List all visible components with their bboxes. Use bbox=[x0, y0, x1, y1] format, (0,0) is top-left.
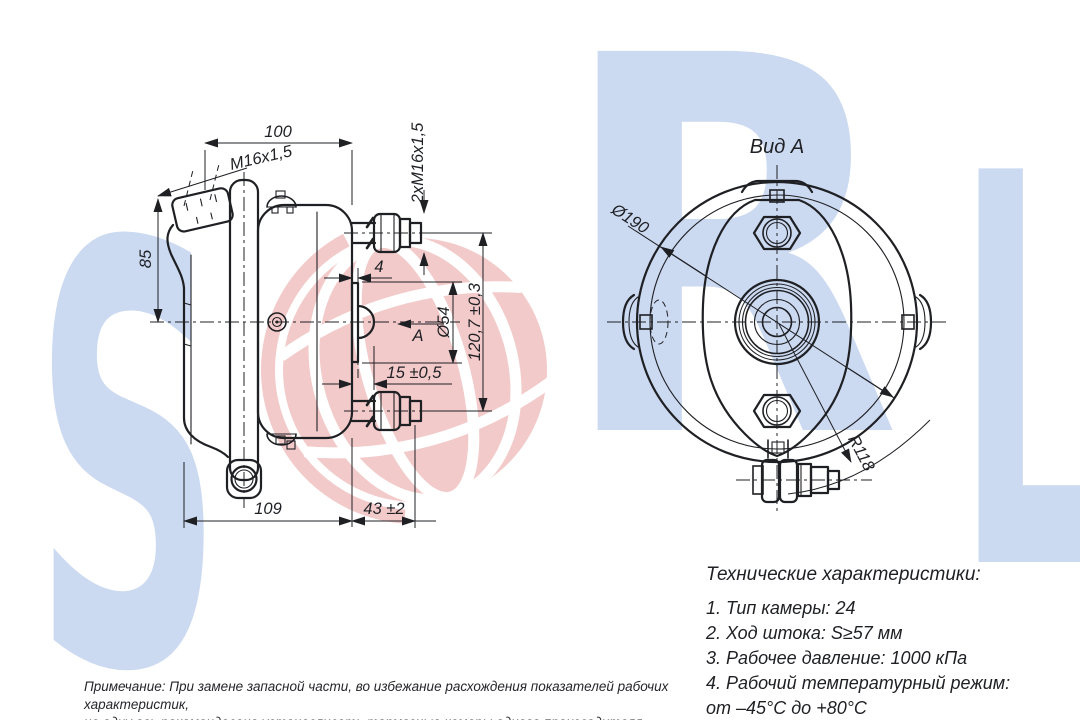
side-view-drawing: 100 M16x1,5 2xM16x1,5 85 4 Ø54 120,7 ±0,… bbox=[137, 122, 492, 528]
technical-specs: Технические характеристики: 1. Тип камер… bbox=[706, 564, 1066, 720]
clamp-bolt bbox=[171, 187, 234, 233]
dim-2xm16: 2xM16x1,5 bbox=[409, 122, 427, 205]
spec-item-2: 2. Ход штока: S≥57 мм bbox=[706, 623, 903, 643]
watermark-letters: S R L bbox=[33, 0, 1080, 720]
spec-item-3: 3. Рабочее давление: 1000 кПа bbox=[706, 648, 968, 668]
clamp-bolt-assembly bbox=[736, 439, 872, 504]
dim-d190: Ø190 bbox=[607, 200, 652, 238]
dim-4: 4 bbox=[374, 258, 383, 276]
dim-15: 15 ±0,5 bbox=[387, 364, 443, 382]
front-view-drawing: Вид А bbox=[607, 136, 950, 512]
rear-cover bbox=[166, 223, 230, 459]
vent-fitting-bottom bbox=[266, 433, 297, 450]
mounting-stud-top bbox=[344, 212, 436, 254]
footnote: Примечание: При замене запасной части, в… bbox=[84, 678, 724, 720]
dim-m16: M16x1,5 bbox=[228, 142, 295, 174]
footnote-line-2: на одну ось рекомендовано устанавливать … bbox=[84, 714, 724, 720]
dim-r118: R118 bbox=[844, 432, 878, 475]
spec-item-4: 4. Рабочий температурный режим: bbox=[706, 673, 1011, 693]
spec-item-1: 1. Тип камеры: 24 bbox=[706, 598, 856, 618]
specs-heading: Технические характеристики: bbox=[706, 564, 981, 585]
mounting-stud-bottom bbox=[344, 390, 436, 432]
dim-d54: Ø54 bbox=[435, 306, 453, 338]
vent-fitting-top bbox=[266, 190, 297, 214]
dim-109: 109 bbox=[254, 500, 282, 518]
dim-120-7: 120,7 ±0,3 bbox=[466, 282, 484, 361]
housing-contour bbox=[701, 198, 853, 458]
spec-item-4-cont: от –45°C до +80°C bbox=[706, 698, 867, 718]
watermark-letter-l: L bbox=[957, 62, 1080, 690]
front-view-title: Вид А bbox=[750, 136, 804, 158]
view-direction-label: A bbox=[411, 327, 423, 345]
pushrod-dome bbox=[356, 304, 376, 340]
dim-43: 43 ±2 bbox=[363, 500, 404, 518]
footnote-line-1: Примечание: При замене запасной части, в… bbox=[84, 679, 669, 712]
dim-85: 85 bbox=[137, 249, 155, 268]
dim-100: 100 bbox=[264, 123, 292, 141]
